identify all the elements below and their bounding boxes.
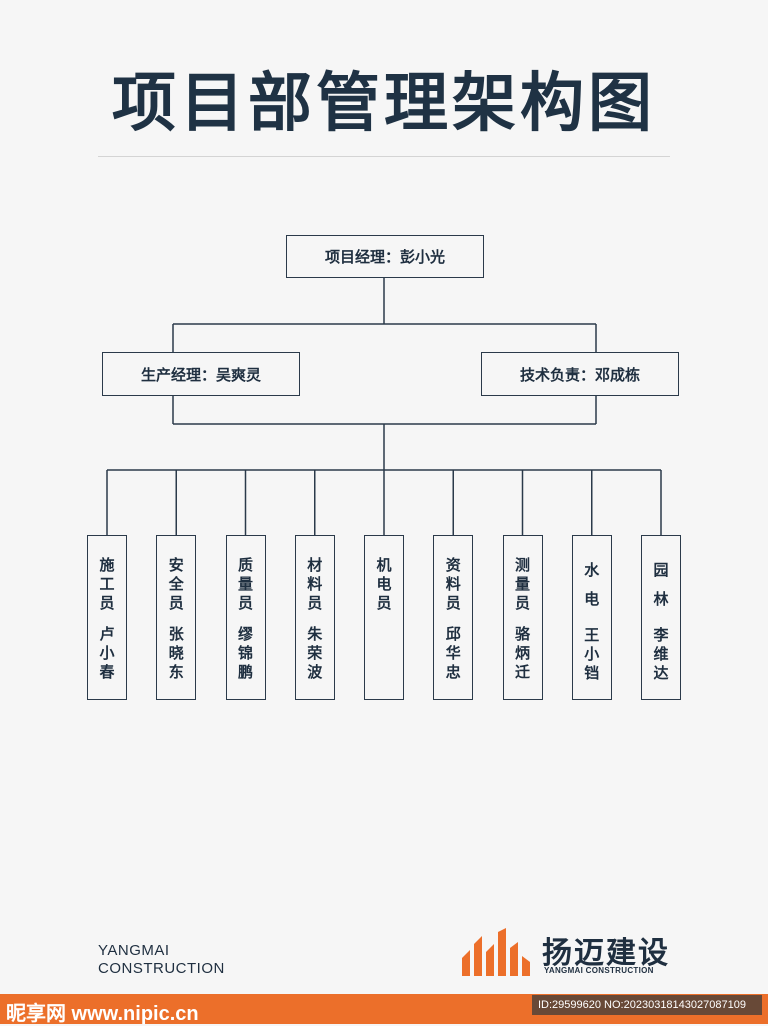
brand-logo: 扬迈建设 YANGMAI CONSTRUCTION	[460, 928, 690, 978]
staff-box: 施工员卢小春	[87, 535, 127, 700]
project-manager-box: 项目经理：彭小光	[286, 235, 484, 278]
staff-role: 材料员	[307, 556, 323, 612]
production-manager-box: 生产经理：吴爽灵	[102, 352, 300, 396]
staff-text: 质量员缪锦鹏	[238, 556, 254, 699]
staff-text: 资料员邱华忠	[445, 556, 461, 699]
staff-box: 测量员骆炳迁	[502, 535, 543, 700]
company-name-line1: YANGMAI	[98, 942, 170, 959]
watermark-site: 昵享网 www.nipic.cn	[6, 1003, 199, 1025]
staff-text: 水电王小铛	[584, 556, 600, 699]
staff-box: 安全员张晓东	[156, 535, 197, 700]
production-manager-label: 生产经理：吴爽灵	[140, 365, 261, 384]
staff-name: 张晓东	[168, 625, 184, 681]
staff-box: 园林李维达	[641, 535, 681, 700]
staff-role: 施工员	[99, 556, 115, 612]
staff-text: 机电员	[376, 556, 392, 699]
staff-box: 材料员朱荣波	[294, 535, 335, 700]
technical-lead-box: 技术负责：邓成栋	[481, 352, 679, 396]
staff-role: 水电	[584, 561, 600, 608]
staff-box: 水电王小铛	[571, 535, 612, 700]
watermark-id: ID:29599620 NO:20230318143027087109	[532, 995, 762, 1015]
staff-role: 机电员	[376, 556, 392, 612]
technical-lead-label: 技术负责：邓成栋	[519, 365, 640, 384]
staff-name: 卢小春	[99, 625, 115, 681]
building-logo-icon	[462, 928, 530, 976]
staff-role: 测量员	[514, 556, 530, 612]
staff-text: 园林李维达	[653, 556, 669, 699]
staff-name: 朱荣波	[307, 625, 323, 681]
staff-box: 资料员邱华忠	[433, 535, 474, 700]
staff-name: 王小铛	[584, 626, 600, 682]
staff-name: 李维达	[653, 626, 669, 682]
staff-name: 骆炳迁	[514, 625, 530, 681]
staff-text: 测量员骆炳迁	[515, 556, 531, 699]
company-name-line2: CONSTRUCTION	[98, 960, 225, 977]
page-title: 项目部管理架构图	[112, 67, 656, 141]
staff-text: 安全员张晓东	[168, 556, 184, 699]
staff-role: 质量员	[237, 556, 253, 612]
staff-box: 质量员缪锦鹏	[225, 535, 266, 700]
brand-name-en: YANGMAI CONSTRUCTION	[544, 966, 654, 975]
staff-name: 邱华忠	[445, 625, 461, 681]
title-divider	[98, 156, 670, 157]
staff-role: 园林	[653, 561, 669, 608]
staff-text: 材料员朱荣波	[307, 556, 323, 699]
staff-role: 安全员	[168, 556, 184, 612]
staff-name: 缪锦鹏	[237, 625, 253, 681]
staff-box: 机电员	[364, 535, 404, 700]
staff-text: 施工员卢小春	[99, 556, 115, 699]
brand-name-cn: 扬迈建设	[542, 936, 670, 971]
company-name-en: YANGMAI CONSTRUCTION	[98, 942, 225, 978]
project-manager-label: 项目经理：彭小光	[324, 248, 445, 266]
staff-role: 资料员	[445, 556, 461, 612]
